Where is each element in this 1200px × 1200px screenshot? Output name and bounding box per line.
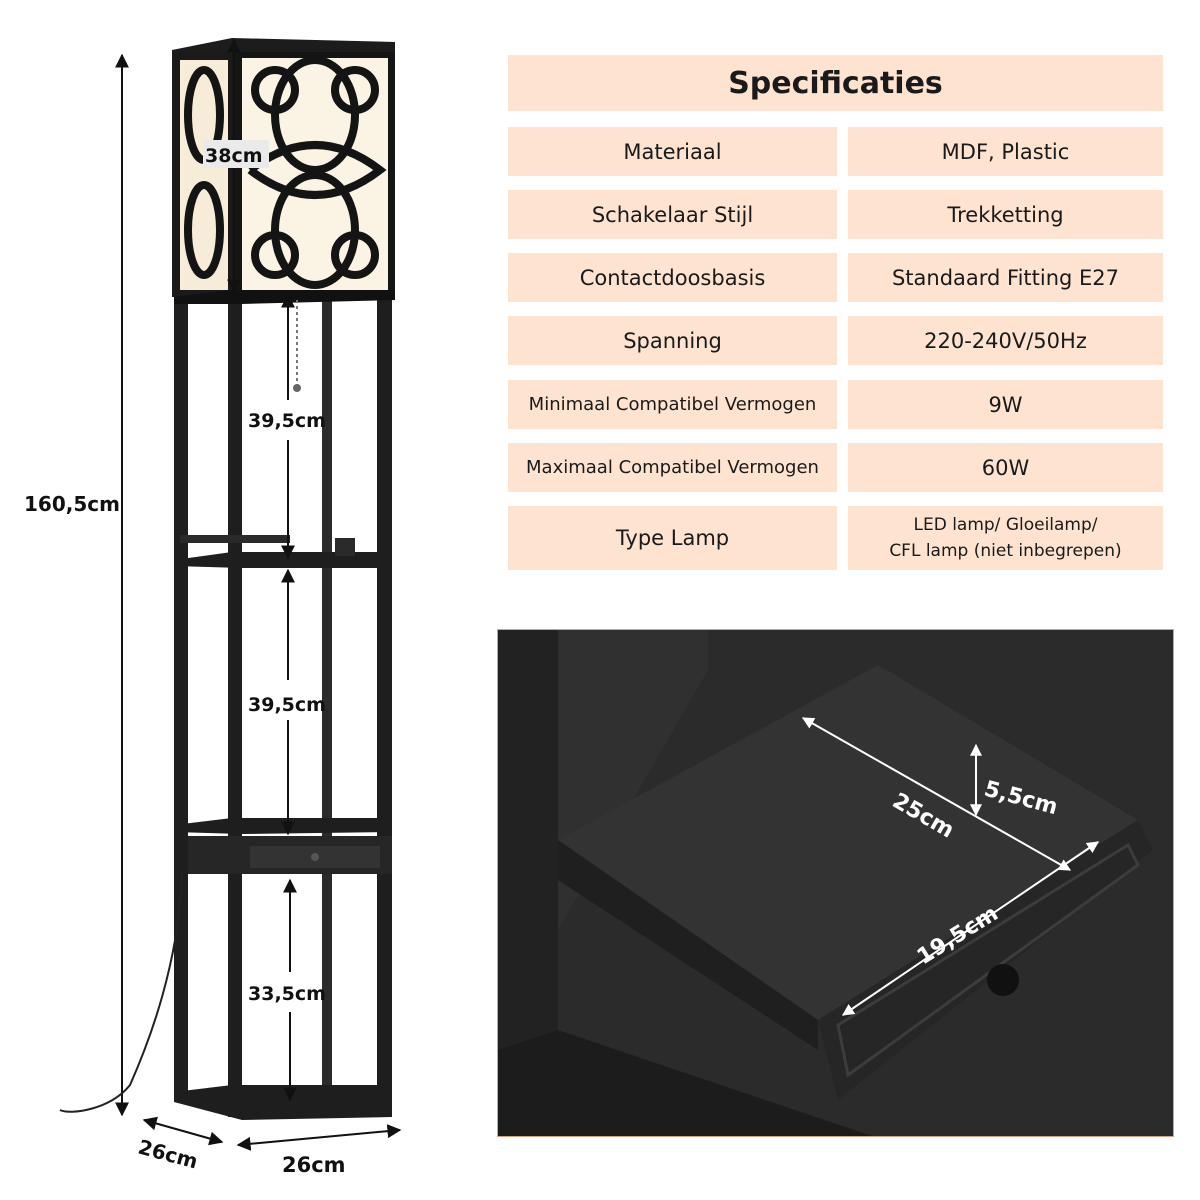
spec-value-lamp-type-line1: LED lamp/ Gloeilamp/ [913,515,1098,535]
spec-label-material: Materiaal [508,127,837,176]
drawer-illustration: 25cm 5,5cm 19,5cm [498,630,1173,1136]
power-cord [59,869,183,1113]
shelf2-height-label: 39,5cm [248,694,326,716]
depth-arrow [142,1116,224,1146]
depth-label: 26cm [136,1135,201,1174]
spec-value-min-power: 9W [848,380,1163,429]
spec-label-socket: Contactdoosbasis [508,253,837,302]
shelf1-height-label: 39,5cm [248,410,326,432]
drawer-width-arrow [842,841,1099,1016]
spec-label-min-power: Minimaal Compatibel Vermogen [508,380,837,429]
spec-label-switch: Schakelaar Stijl [508,190,837,239]
total-height-label: 160,5cm [24,492,120,516]
width-label: 26cm [282,1153,346,1177]
spec-label-max-power: Maximaal Compatibel Vermogen [508,443,837,492]
lamp-dimension-figure: 160,5cm 38cm [20,38,402,1177]
spec-value-switch: Trekketting [848,190,1163,239]
shade-height-label: 38cm [205,145,263,167]
spec-value-socket: Standaard Fitting E27 [848,253,1163,302]
drawer-detail-photo: 25cm 5,5cm 19,5cm [497,629,1174,1137]
shelf3-height-label: 33,5cm [248,983,326,1005]
spec-title: Specificaties [508,55,1163,111]
spec-value-max-power: 60W [848,443,1163,492]
spec-value-voltage: 220-240V/50Hz [848,316,1163,365]
spec-label-voltage: Spanning [508,316,837,365]
spec-label-lamp-type: Type Lamp [508,506,837,570]
spec-value-lamp-type-line2: CFL lamp (niet inbegrepen) [889,541,1122,561]
spec-value-lamp-type: LED lamp/ Gloeilamp/ CFL lamp (niet inbe… [848,506,1163,570]
spec-value-material: MDF, Plastic [848,127,1163,176]
width-arrow [236,1124,402,1151]
